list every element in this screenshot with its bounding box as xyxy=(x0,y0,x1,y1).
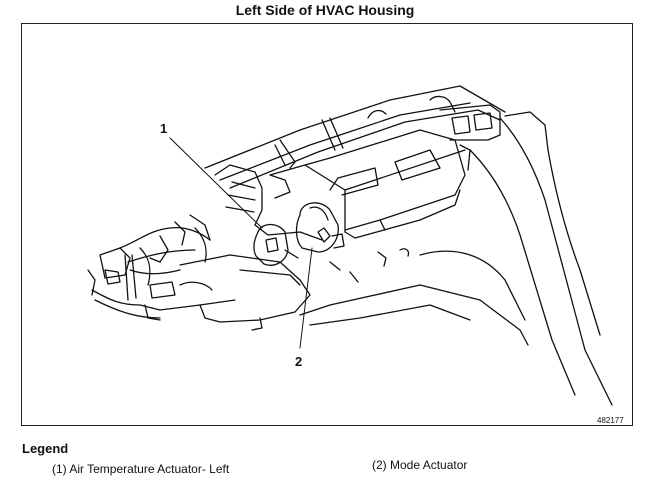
legend-item-mode-actuator: (2) Mode Actuator xyxy=(372,458,468,472)
diagram-title: Left Side of HVAC Housing xyxy=(235,2,415,18)
callout-2: 2 xyxy=(295,354,303,369)
figure-number: 482177 xyxy=(597,416,624,425)
legend-heading: Legend xyxy=(22,441,69,456)
legend-item-air-temperature-actuator: (1) Air Temperature Actuator- Left xyxy=(52,462,230,476)
illustration-frame xyxy=(21,23,633,426)
hvac-housing-illustration xyxy=(87,85,613,406)
callout-1: 1 xyxy=(160,121,168,136)
